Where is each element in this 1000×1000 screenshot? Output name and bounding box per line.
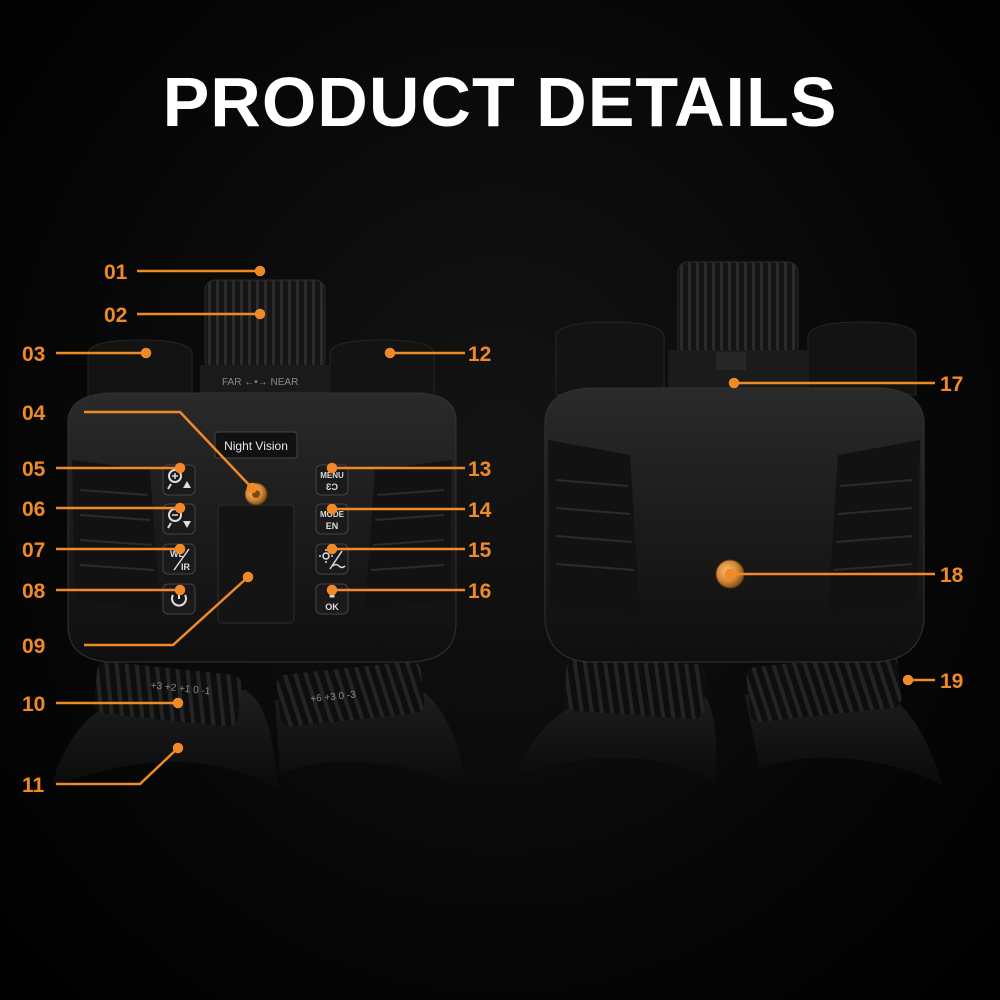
callout-08: 08 [22,580,46,603]
rear-body [544,387,925,663]
night-vision-plate [214,431,298,459]
callout-01: 01 [104,261,128,284]
menu-top-label: MENU [320,471,344,480]
callout-19: 19 [940,670,963,693]
menu-bottom-label: ƐƆ [326,482,339,492]
mode-button[interactable]: MODE EN [315,503,349,535]
callout-15: 15 [468,539,492,562]
rear-diopter-ring-left [563,655,707,720]
callout-10: 10 [22,693,45,716]
rear-grip-right [828,440,920,615]
callout-04: 04 [22,402,46,425]
battery-cover [217,504,295,624]
callout-09: 09 [22,635,45,658]
page-title: PRODUCT DETAILS [162,63,838,141]
night-vision-label: Night Vision [224,439,288,453]
zoom-in-icon [167,469,191,490]
rear-focus-knob [677,261,799,358]
ok-label: OK [325,602,339,612]
diopter-ring-left [93,661,242,727]
ok-button[interactable]: ■ OK [315,583,349,615]
rear-binocular [515,261,942,785]
rear-grip-left [548,440,640,615]
callout-02: 02 [104,304,127,327]
svg-text:+6 +3 0 -3: +6 +3 0 -3 [310,689,357,705]
zoom-in-button[interactable] [162,464,196,496]
callout-14: 14 [468,499,492,522]
callout-16: 16 [468,580,491,603]
strap-slot [716,352,746,370]
rear-barrel-left [555,321,665,396]
callout-13: 13 [468,458,491,481]
callout-18: 18 [940,564,964,587]
callout-lines [56,265,935,786]
callout-17: 17 [940,373,963,396]
camera-icon: ■ [329,590,335,601]
callout-numbers: 01 02 03 04 05 06 07 08 09 10 11 12 13 1… [22,261,964,797]
menu-button[interactable]: MENU ƐƆ [315,464,349,496]
grip-right [365,460,452,610]
callout-06: 06 [22,498,45,521]
focus-scale: FAR ←•→ NEAR [222,377,298,388]
callout-12: 12 [468,343,491,366]
front-binocular: +3 +2 +1 0 -1 +6 +3 0 -3 FAR ←•→ NEAR Ni… [52,279,468,790]
rear-diopter-ring-right [746,653,902,722]
wl-ir-bottom-label: IR [181,562,191,572]
mode-top-label: MODE [320,510,345,519]
callout-11: 11 [22,774,45,797]
focus-knob [204,279,326,371]
diopter-ring-right [276,661,425,727]
rear-barrel-right [807,321,917,396]
wl-ir-top-label: WL [170,549,184,559]
grip-left [72,460,160,610]
mode-bottom-label: EN [326,521,339,531]
zoom-out-button[interactable] [162,503,196,535]
ir-brightness-icon [319,549,346,570]
callout-07: 07 [22,539,45,562]
callout-03: 03 [22,343,45,366]
callout-05: 05 [22,458,46,481]
